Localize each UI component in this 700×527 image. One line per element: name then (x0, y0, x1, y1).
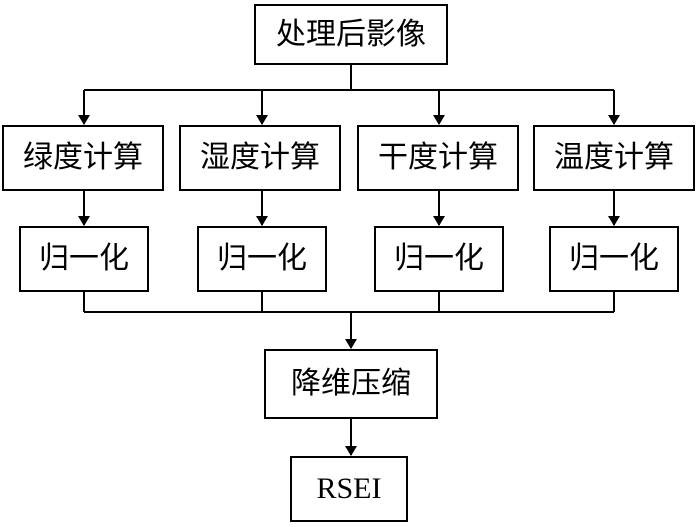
normalize-label-green: 归一化 (39, 241, 129, 276)
green-calc-label: 绿度计算 (23, 140, 143, 175)
wet-calc-label: 湿度计算 (200, 140, 320, 175)
normalize-node-green: 归一化 (19, 226, 149, 292)
heat-calc-label: 温度计算 (554, 140, 674, 175)
normalize-node-wet: 归一化 (197, 226, 327, 292)
dry-calc-label: 干度计算 (378, 140, 498, 175)
output-node: RSEI (290, 456, 408, 522)
reduce-node: 降维压缩 (264, 349, 438, 419)
normalize-node-dry: 归一化 (374, 226, 504, 292)
output-node-label: RSEI (316, 472, 382, 505)
normalize-node-heat: 归一化 (549, 226, 679, 292)
reduce-node-label: 降维压缩 (291, 366, 411, 401)
input-node: 处理后影像 (254, 4, 448, 65)
wet-calc-node: 湿度计算 (179, 125, 341, 191)
input-node-label: 处理后影像 (276, 16, 426, 52)
normalize-label-dry: 归一化 (394, 241, 484, 276)
green-calc-node: 绿度计算 (2, 125, 164, 191)
dry-calc-node: 干度计算 (357, 125, 519, 191)
heat-calc-node: 温度计算 (533, 125, 695, 191)
normalize-label-wet: 归一化 (217, 241, 307, 276)
normalize-label-heat: 归一化 (569, 241, 659, 276)
